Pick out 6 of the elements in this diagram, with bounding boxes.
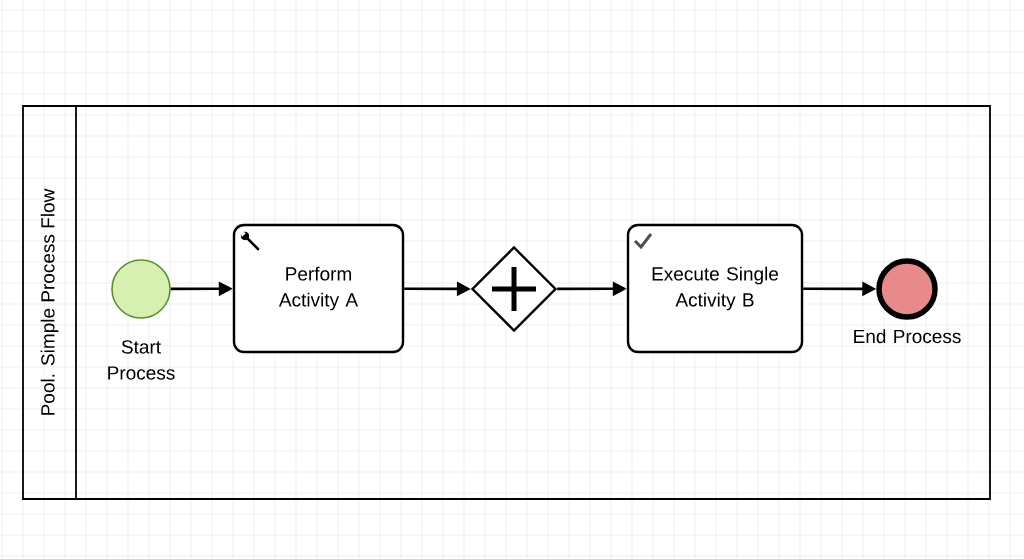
task-box: Perform Activity A [232,223,405,354]
event-label: End Process [854,329,961,344]
task-box: Execute Single Activity B [626,223,804,354]
event-circle [876,258,938,320]
event-circle [111,259,171,319]
event-label: Start Process [108,340,175,380]
